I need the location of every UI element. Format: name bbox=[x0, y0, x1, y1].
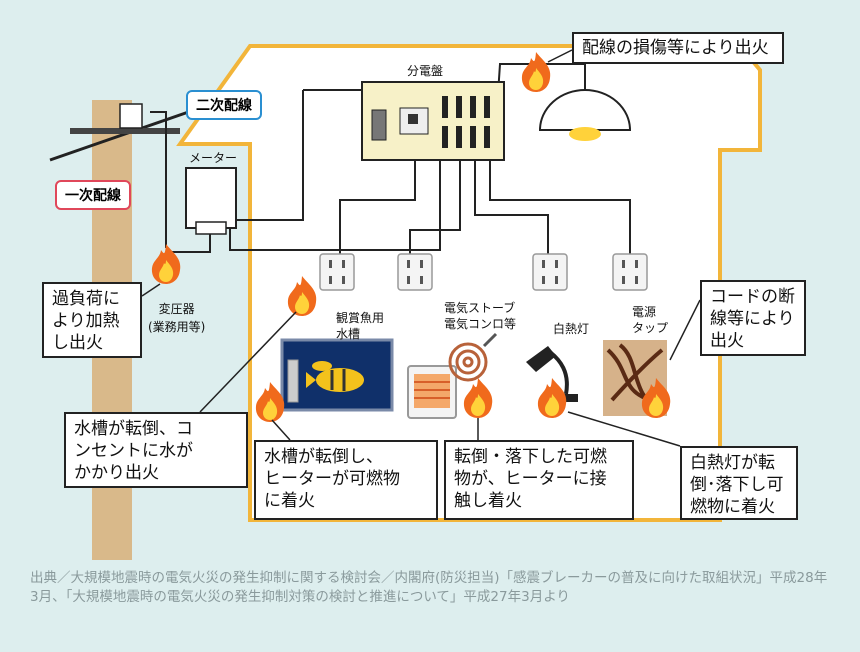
source-note: 出典／大規模地震時の電気火災の発生抑制に関する検討会／内閣府(防災担当)「感震ブ… bbox=[30, 570, 828, 605]
distribution-panel-icon bbox=[361, 81, 505, 161]
fire-icon bbox=[151, 244, 181, 284]
coil-stove-icon bbox=[448, 332, 498, 382]
primary-wiring-tag: 一次配線 bbox=[55, 180, 131, 210]
pole-crossarm bbox=[70, 128, 180, 134]
diagram-graphics bbox=[49, 44, 762, 560]
outlet-icon bbox=[319, 253, 355, 291]
outlet-icon bbox=[532, 253, 568, 291]
aquarium-label: 観賞魚用水槽 bbox=[336, 311, 385, 341]
pole-transformer-box bbox=[119, 103, 143, 129]
ceiling-lamp-icon bbox=[538, 64, 632, 141]
callout-stove-fall: 転倒・落下した可燃物が、ヒーターに接触し着火 bbox=[444, 440, 634, 520]
outlet-icon bbox=[397, 253, 433, 291]
lamp-label: 白熱灯 bbox=[553, 322, 590, 336]
heater-icon bbox=[407, 365, 457, 419]
callout-overload: 過負荷により加熱し出火 bbox=[42, 282, 142, 358]
meter-label: メーター bbox=[189, 151, 238, 165]
outlet-icon bbox=[612, 253, 648, 291]
aquarium-icon bbox=[280, 338, 394, 412]
secondary-wiring-tag: 二次配線 bbox=[186, 90, 262, 120]
callout-cord-break: コードの断線等により出火 bbox=[700, 280, 806, 356]
panel-label: 分電盤 bbox=[407, 64, 444, 78]
callout-lamp-fall: 白熱灯が転倒･落下し可燃物に着火 bbox=[680, 446, 798, 520]
stove-label: 電気ストーブ電気コンロ等 bbox=[444, 301, 517, 331]
meter-icon bbox=[185, 167, 237, 229]
fish-icon bbox=[316, 368, 364, 392]
callout-tank-heater: 水槽が転倒し、ヒーターが可燃物に着火 bbox=[254, 440, 438, 520]
callout-wiring-damage: 配線の損傷等により出火 bbox=[572, 32, 784, 64]
fire-cause-diagram: 分電盤 メーター 変圧器(業務用等) 観賞魚用水槽 電気ストーブ電気コンロ等 白… bbox=[42, 32, 806, 560]
tap-label: 電源タップ bbox=[632, 305, 669, 335]
callout-pointers bbox=[141, 49, 701, 447]
callout-tank-water: 水槽が転倒、コンセントに水がかかり出火 bbox=[64, 412, 248, 488]
transformer-label: 変圧器(業務用等) bbox=[148, 302, 206, 334]
